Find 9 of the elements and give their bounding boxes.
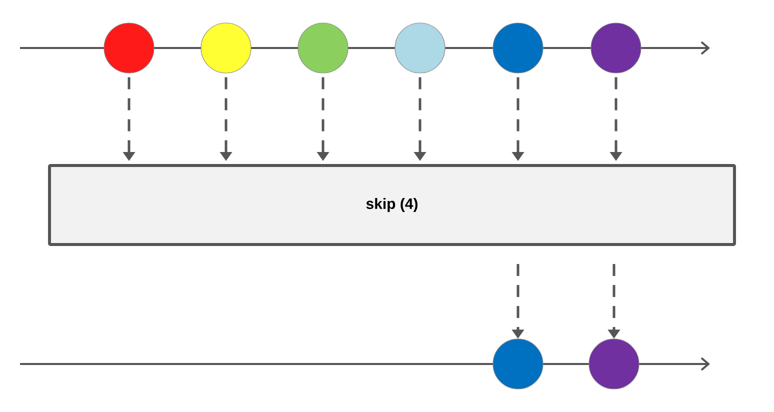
marble-circle (590, 22, 642, 74)
marble-circle (200, 22, 252, 74)
marble-circle (104, 22, 154, 74)
operator-box: skip (4) (48, 164, 736, 246)
marble-circle (492, 338, 544, 390)
marble-circle (588, 338, 640, 390)
marble-circle (492, 22, 544, 74)
marble-circle (298, 22, 348, 74)
marble-circle (394, 22, 446, 74)
